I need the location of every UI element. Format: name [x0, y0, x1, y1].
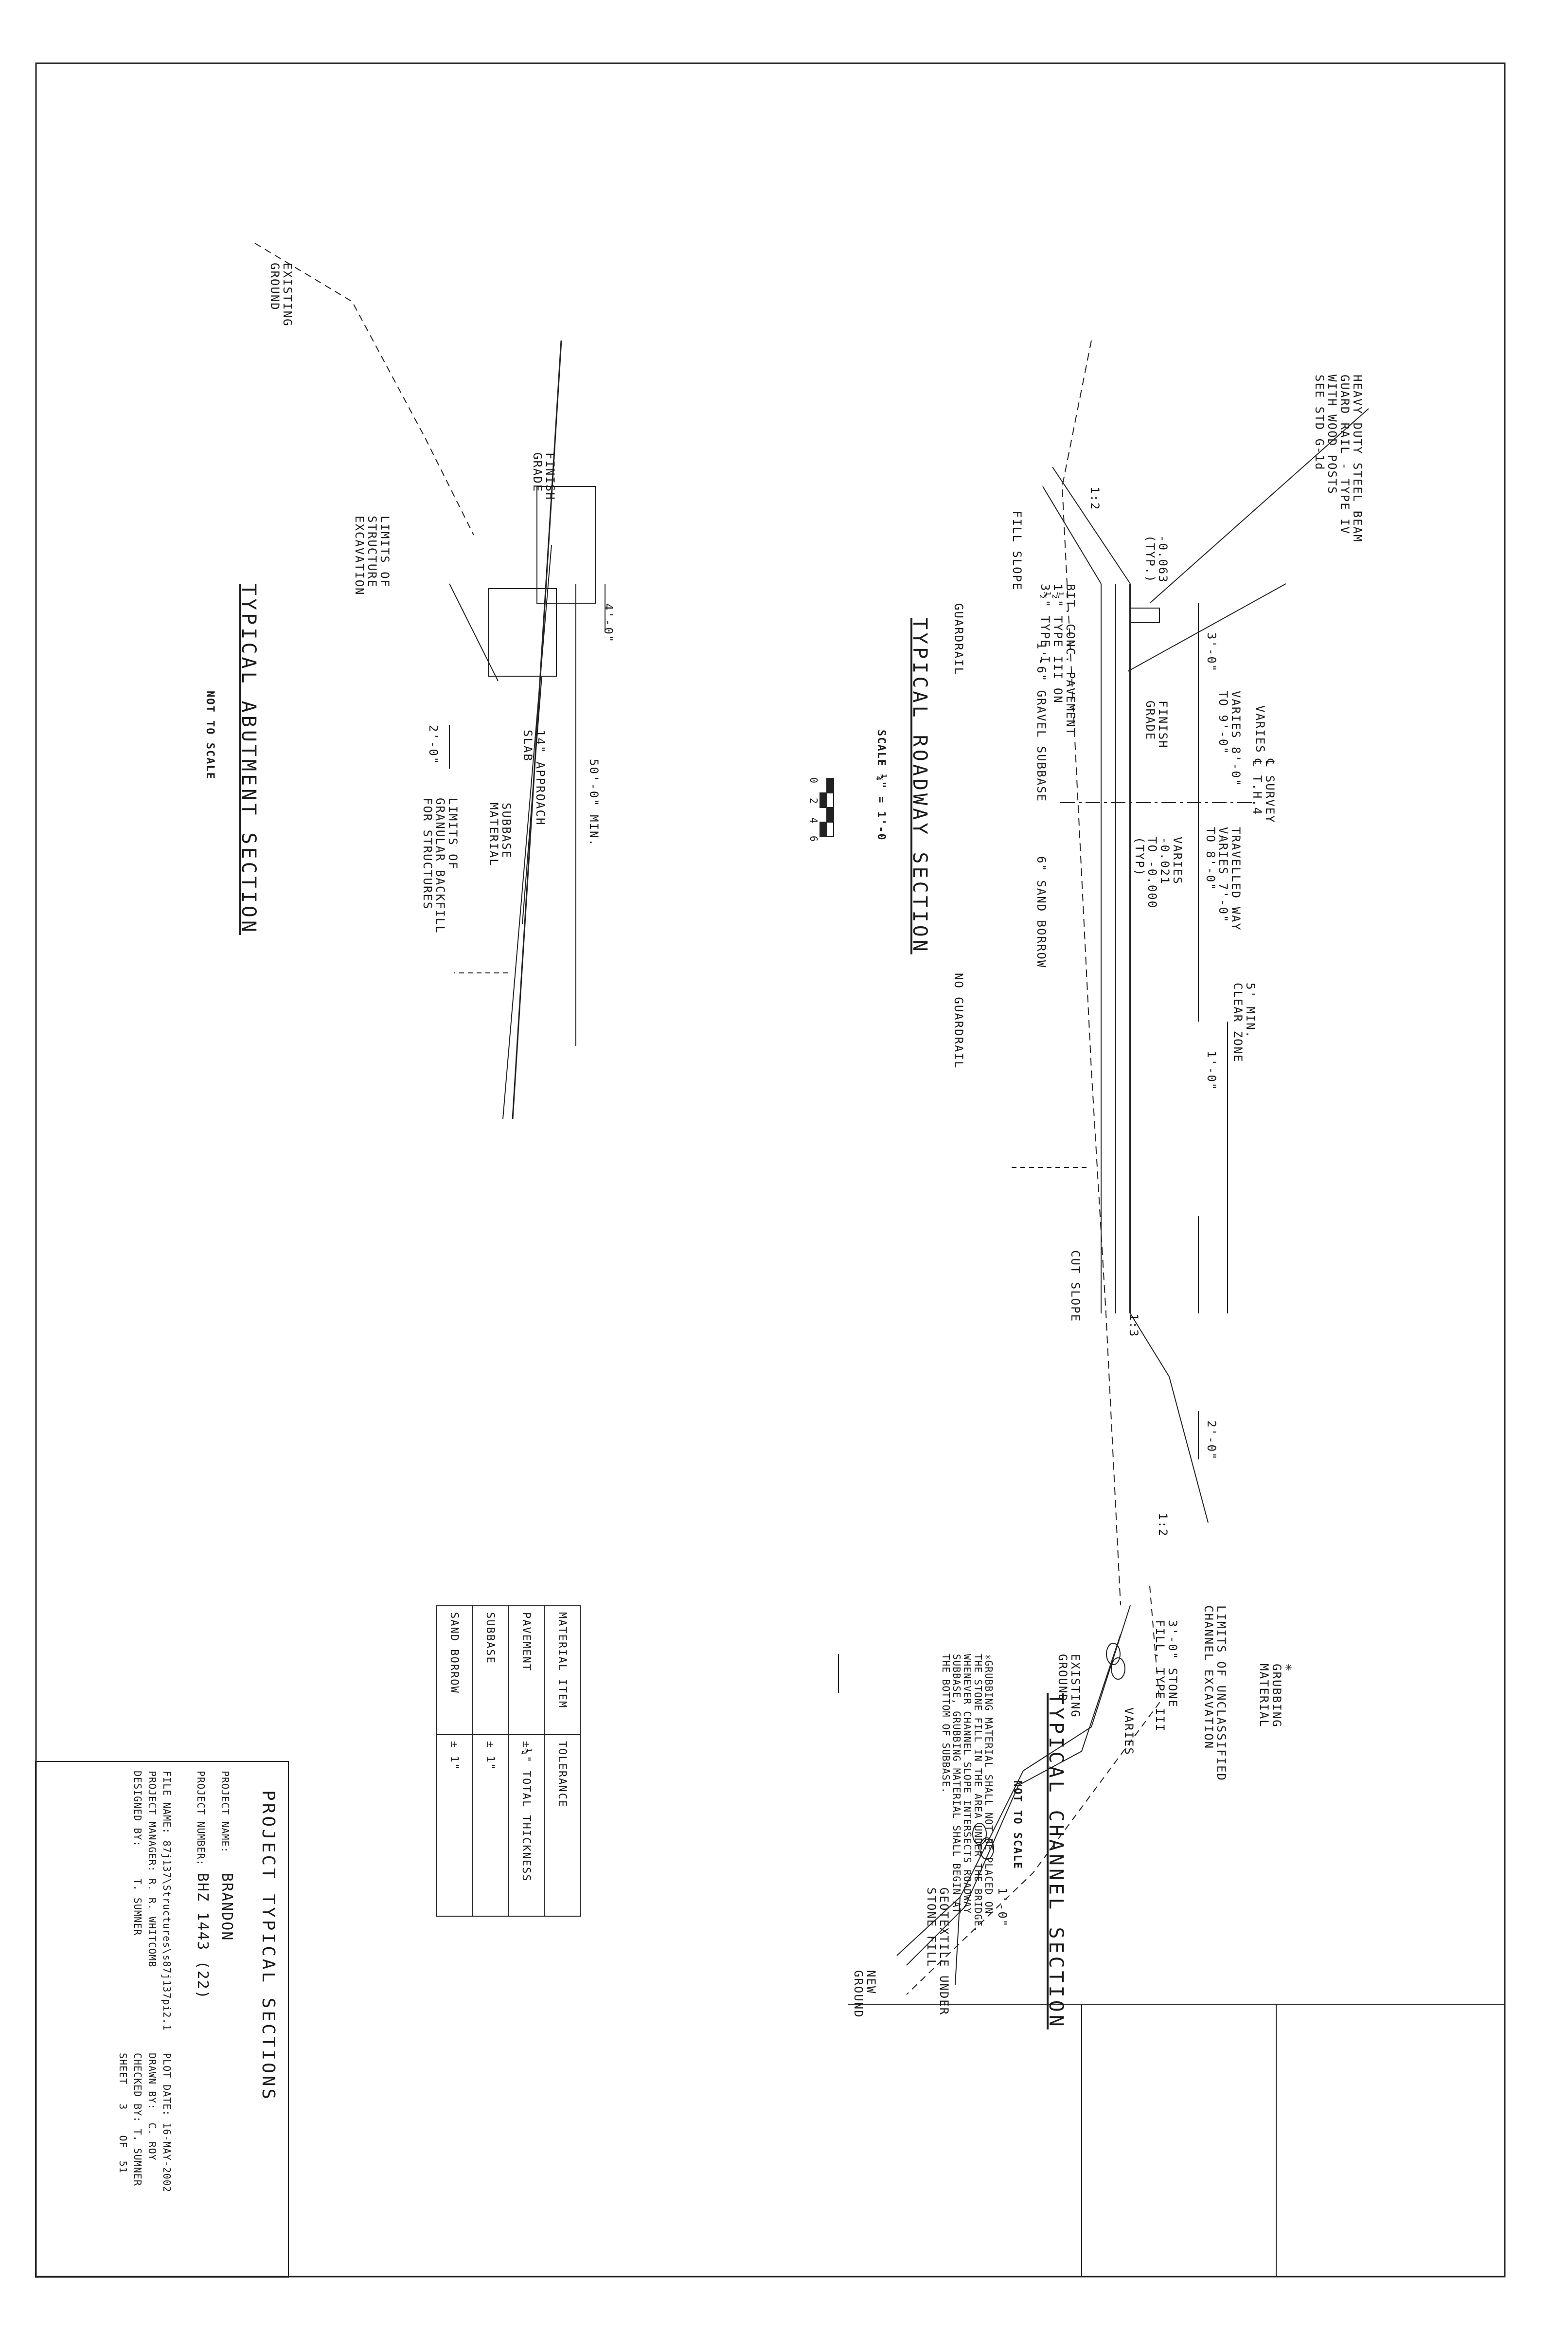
table-cell: SUBBASE [472, 1606, 508, 1735]
excavation-slope [449, 583, 499, 682]
abut-fifty-foot: 50'-0" MIN. [587, 759, 601, 847]
abut-existing-ground: EXISTING GROUND [268, 263, 294, 327]
channel-one-foot: 1'-0" [996, 1887, 1009, 1928]
channel-varies: VARIES [1122, 1707, 1136, 1756]
existing-ground-dashed [1061, 340, 1121, 1606]
cross-slope-right: VARIES -0.021 TO -0.000 (TYP) [1133, 837, 1184, 909]
slab-bottom [502, 544, 552, 1119]
leader-pavement [1127, 583, 1286, 672]
cut-slope-top [1169, 1376, 1209, 1523]
titleblock-linework [848, 2004, 1505, 2277]
roadway-linework [1009, 340, 1369, 1606]
abutment-title: TYPICAL ABUTMENT SECTION [237, 584, 260, 935]
stone-4 [980, 1837, 994, 1860]
roadway-scale: SCALE ¼" = 1'-0 [875, 730, 887, 841]
stone-3 [972, 1823, 987, 1845]
gravel-label: 1'-6" GRAVEL SUBBASE [1034, 642, 1048, 802]
channel-note: ✳GRUBBING MATERIAL SHALL NOT BE PLACED O… [940, 1654, 995, 1933]
one-foot-label: 1'-0" [1205, 1051, 1218, 1091]
guardrail-post [1130, 608, 1160, 623]
scale-tick-6: 6 [808, 836, 820, 843]
abut-approach-slab: 14" APPROACH SLAB [521, 730, 547, 826]
channel-stone-fill: 3'-0" STONE FILL, TYPE III [1153, 1620, 1179, 1732]
abut-finish-grade: FINISH GRADE [531, 452, 557, 501]
guardrail-note: HEAVY DUTY STEEL BEAM GUARD RAIL - TYPE … [1313, 375, 1364, 543]
sand-borrow-label: 6" SAND BORROW [1034, 856, 1048, 969]
stone-2 [1111, 1657, 1125, 1680]
abutment-scale: NOT TO SCALE [204, 691, 216, 780]
table-cell: ± 1" [436, 1734, 472, 1916]
scale-tick-0: 0 [808, 777, 820, 784]
abutment-stem [488, 588, 557, 677]
existing-ground-channel [906, 1585, 1160, 1995]
no-guardrail-label: NO GUARDRAIL [952, 973, 965, 1069]
table-cell: ±¼" TOTAL THICKNESS [508, 1734, 544, 1916]
channel-slope [896, 1605, 1131, 1956]
slope-left-label: 1:2 [1088, 486, 1102, 511]
fill-slope-line [1052, 467, 1131, 584]
roadway-title: TYPICAL ROADWAY SECTION [909, 618, 931, 954]
table-row: SUBBASE ± 1" [472, 1606, 508, 1916]
abut-subbase: SUBBASE MATERIAL [487, 803, 513, 867]
abut-two-foot: 2'-0" [427, 725, 440, 765]
slope-right-a-label: 1:3 [1127, 1313, 1140, 1338]
clear-zone-label: 5' MIN. CLEAR ZONE [1231, 983, 1257, 1063]
backwall [536, 486, 596, 604]
leader-geotextile [955, 1897, 961, 1985]
cross-slope-left: -0.063 (TYP.) [1143, 535, 1170, 583]
scale-tick-4: 4 [808, 817, 820, 824]
table-row: PAVEMENT ±¼" TOTAL THICKNESS [508, 1606, 544, 1916]
channel-title: TYPICAL CHANNEL SECTION [1045, 1693, 1067, 2030]
finish-grade-line [512, 340, 562, 1119]
title-block-box [35, 1761, 289, 2278]
leader-guardrail [1149, 408, 1369, 604]
finish-grade-label: FINISH GRADE [1143, 700, 1170, 749]
varies-top-label: VARIES [1253, 705, 1267, 754]
channel-new-ground: NEW GROUND [852, 1970, 878, 2018]
table-cell: ± 1" [472, 1734, 508, 1916]
slope-right-b-label: 1:2 [1156, 1513, 1170, 1537]
scale-tick-2: 2 [808, 798, 820, 805]
varies-shoulder-label: VARIES 8'-0" TO 9'-0" [1216, 691, 1243, 787]
fill-slope-inner [1042, 486, 1102, 584]
channel-grubbing: ✳ GRUBBING MATERIAL [1257, 1664, 1296, 1728]
shoulder-left-label: 3'-0" [1205, 632, 1218, 673]
abut-limits-excavation: LIMITS OF STRUCTURE EXCAVATION [353, 516, 392, 596]
channel-limits: LIMITS OF UNCLASSIFIED CHANNEL EXCAVATIO… [1202, 1605, 1228, 1781]
tolerance-table: MATERIAL ITEM TOLERANCE PAVEMENT ±¼" TOT… [436, 1605, 581, 1917]
channel-scale: NOT TO SCALE [1011, 1780, 1023, 1869]
table-header-row: MATERIAL ITEM TOLERANCE [544, 1606, 580, 1916]
abut-granular: LIMITS OF GRANULAR BACKFILL FOR STRUCTUR… [421, 798, 460, 934]
sheet-border [35, 62, 1506, 2278]
travelled-way-label: TRAVELLED WAY VARIES 7'-0" TO 8'-0" [1204, 827, 1243, 931]
table-cell: PAVEMENT [508, 1606, 544, 1735]
abut-four-foot: 4'-0" [602, 603, 615, 644]
table-row: SAND BORROW ± 1" [436, 1606, 472, 1916]
fill-slope-label: FILL SLOPE [1010, 511, 1024, 591]
existing-ground-abut [254, 243, 474, 536]
granular-limit [522, 676, 542, 925]
cut-slope-upper [1130, 1313, 1170, 1377]
scale-bar [820, 778, 834, 837]
stone-fill-top [906, 1634, 1121, 1966]
abutment-linework [254, 243, 606, 1119]
survey-label: ℄ SURVEY ℄ T.H.4 [1250, 759, 1277, 824]
table-cell: SAND BORROW [436, 1606, 472, 1735]
cut-slope-label: CUT SLOPE [1069, 1250, 1082, 1323]
guardrail-side-label: GUARDRAIL [952, 603, 965, 676]
table-header-tolerance: TOLERANCE [544, 1734, 580, 1916]
two-foot-label: 2'-0" [1205, 1420, 1218, 1461]
channel-linework [838, 1585, 1160, 1995]
stone-1 [1106, 1643, 1121, 1665]
table-header-material: MATERIAL ITEM [544, 1606, 580, 1735]
